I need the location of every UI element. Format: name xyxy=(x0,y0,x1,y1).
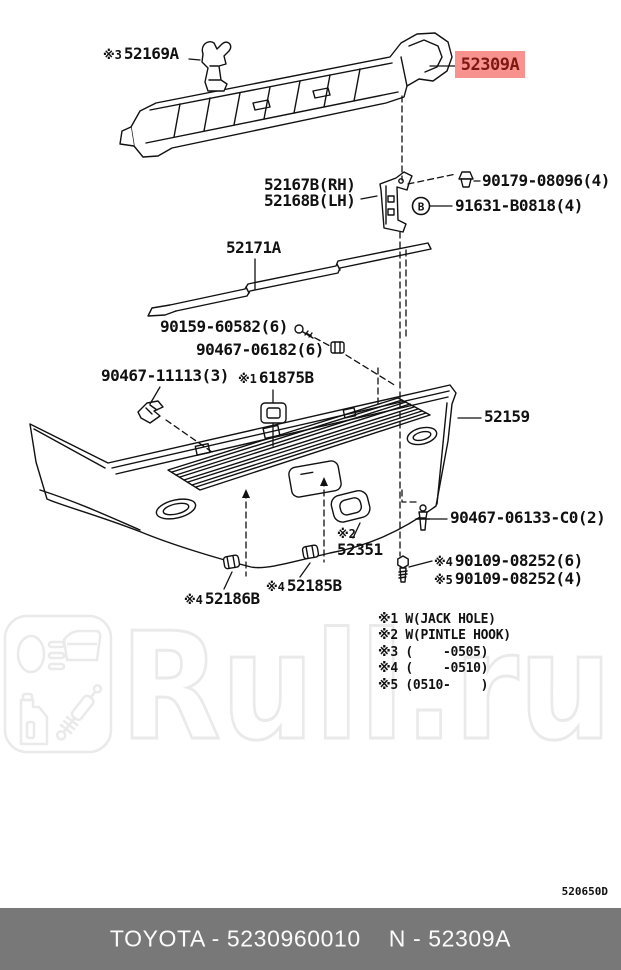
part-number: 91631-B0818(4) xyxy=(455,196,583,215)
car-door-icon xyxy=(62,629,102,662)
license-recess xyxy=(288,460,342,498)
bracket-52167b-drawing[interactable] xyxy=(379,171,413,233)
part-number: 90467-06182(6) xyxy=(196,340,324,359)
footer-caption-bar: TOYOTA - 5230960010 N - 52309A xyxy=(0,908,621,970)
part-label-52171a[interactable]: 52171A xyxy=(226,240,281,256)
part-label-52167b-52168b[interactable]: 52167B(RH)52168B(LH) xyxy=(264,175,356,210)
note-line: ※2 W(PINTLE HOOK) xyxy=(378,628,511,644)
footer-part-reference: TOYOTA - 5230960010 N - 52309A xyxy=(109,925,512,952)
bolt-90109-icon[interactable] xyxy=(397,555,409,583)
ref-mark: ※2 xyxy=(337,527,356,541)
screw-90159-icon[interactable] xyxy=(294,324,314,339)
circle-b-marker: B xyxy=(411,196,431,216)
part-number: 90179-08096(4) xyxy=(482,171,610,190)
ref-mark: ※4 xyxy=(434,555,453,569)
reference-notes: ※1 W(JACK HOLE) ※2 W(PINTLE HOOK) ※3 ( -… xyxy=(378,612,511,694)
drawing-code: 520650D xyxy=(561,885,608,898)
part-label-90467-06133[interactable]: 90467-06133-C0(2) xyxy=(450,508,606,527)
strip-52171-drawing[interactable] xyxy=(147,242,432,317)
selected-part-label[interactable]: 52309A xyxy=(455,51,525,78)
grommet-61875b-icon[interactable] xyxy=(260,402,287,424)
assembly-dashed-lines xyxy=(165,95,457,577)
ref-mark: ※5 xyxy=(434,573,453,587)
part-label-52159[interactable]: 52159 xyxy=(484,409,530,425)
bumper-52159-drawing[interactable] xyxy=(29,384,457,569)
part-number: 52186B xyxy=(204,589,260,608)
watermark-logo xyxy=(3,614,113,754)
arrowheads xyxy=(242,477,328,498)
bracket-52169a-drawing[interactable] xyxy=(201,41,232,92)
part-label-90467-06182[interactable]: 90467-06182(6) xyxy=(196,342,324,358)
note-line: ※3 ( -0505) xyxy=(378,644,489,660)
ref-mark: ※3 xyxy=(103,48,122,62)
part-label-90179[interactable]: 90179-08096(4) xyxy=(482,173,610,189)
part-number: 52168B(LH) xyxy=(264,191,356,210)
part-number: 90109-08252(6) xyxy=(454,551,583,570)
part-number: 52171A xyxy=(226,238,281,257)
part-number: 52159 xyxy=(484,407,530,426)
note-line: ※1 W(JACK HOLE) xyxy=(378,612,496,627)
part-label-90467-11113[interactable]: 90467-11113(3) xyxy=(101,368,229,384)
ref-mark: ※4 xyxy=(266,580,285,594)
part-number: 61875B xyxy=(258,368,314,387)
part-number: 52351 xyxy=(337,540,383,559)
grommet-90179-icon[interactable] xyxy=(458,171,474,188)
panel-52309-drawing[interactable] xyxy=(119,32,453,158)
part-number: 90467-11113(3) xyxy=(101,366,229,385)
part-label-90159[interactable]: 90159-60582(6) xyxy=(160,319,288,335)
clip-52185b-icon[interactable] xyxy=(301,544,320,560)
part-label-91631[interactable]: 91631-B0818(4) xyxy=(455,198,583,214)
ring-52351-drawing[interactable] xyxy=(329,489,371,524)
leader-lines xyxy=(149,58,482,590)
svg-text:B: B xyxy=(418,201,425,214)
clip-90467-06133-icon[interactable] xyxy=(415,504,431,531)
part-number: 52169A xyxy=(123,44,179,63)
part-number: 52167B(RH) xyxy=(264,175,356,194)
ref-mark: ※4 xyxy=(184,593,203,607)
note-line: ※4 ( -0510) xyxy=(378,661,489,677)
clip-90467-06182-icon[interactable] xyxy=(330,341,345,354)
oil-jug-icon xyxy=(19,692,49,746)
headlight-icon xyxy=(16,634,46,674)
note-line: ※5 (0510- ) xyxy=(378,677,489,693)
clip-52186b-icon[interactable] xyxy=(222,554,241,570)
part-number: 52185B xyxy=(286,576,342,595)
ref-mark: ※1 xyxy=(238,372,257,386)
part-number: 90109-08252(4) xyxy=(454,569,583,588)
part-number: 90467-06133-C0(2) xyxy=(450,508,606,527)
part-number: 90159-60582(6) xyxy=(160,317,288,336)
watermark-text: Rull.ru xyxy=(120,601,612,773)
shock-absorber-icon xyxy=(55,684,103,741)
